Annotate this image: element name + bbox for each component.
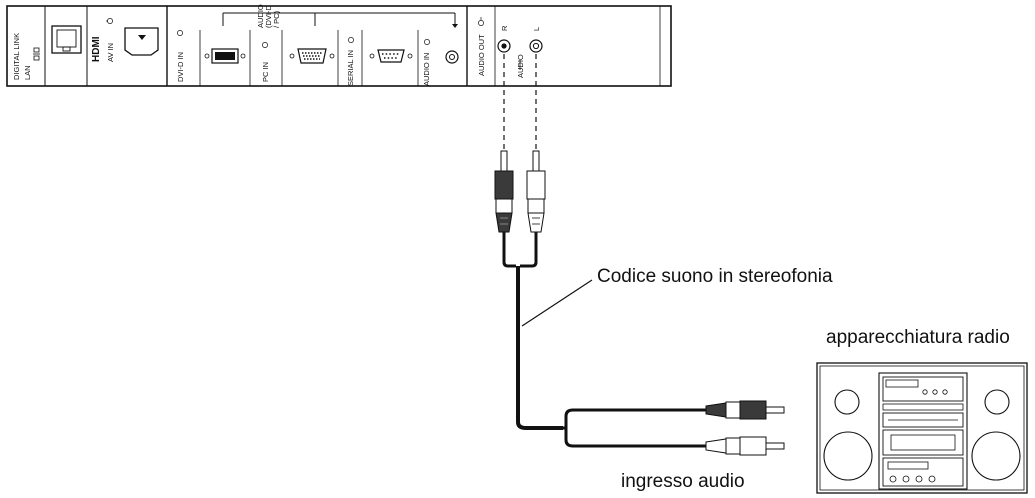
speaker-left-large <box>823 431 873 481</box>
connection-guides <box>503 54 537 150</box>
serial-in-label: SERIAL IN <box>346 50 355 86</box>
rca-plug-r-top <box>494 150 514 233</box>
output-symbol-icon <box>478 17 484 26</box>
device-label: apparecchiatura radio <box>826 327 1010 348</box>
input-symbol-icon <box>106 18 113 24</box>
rca-plug-l-top <box>526 150 546 233</box>
audio-sub-label: AUDIO <box>516 54 525 78</box>
svg-text:HDMI: HDMI <box>91 36 102 62</box>
lan-label: LAN <box>23 65 32 80</box>
input-symbol-icon <box>348 37 354 43</box>
audio-group-label-1: AUDIO <box>256 4 265 28</box>
hdmi-port <box>124 27 159 56</box>
lan-port <box>51 25 82 54</box>
input-symbol-icon <box>424 39 430 45</box>
serial-port <box>369 49 413 63</box>
cable-label: Codice suono in stereofonia <box>597 266 833 287</box>
input-symbol-icon <box>262 42 268 48</box>
dvi-d-in-label: DVI-D IN <box>176 52 185 82</box>
rca-plug-l-bottom <box>705 436 785 456</box>
input-symbol-icon <box>177 30 183 36</box>
audio-in-jack <box>445 50 459 64</box>
hdmi-logo: HDMI <box>91 36 102 62</box>
speaker-left-small <box>834 389 860 415</box>
rca-plug-r-bottom <box>705 400 785 420</box>
network-icon <box>33 47 40 61</box>
av-in-label: AV IN <box>106 43 115 62</box>
rear-panel: DIGITAL LINK LAN HDMI AV IN <box>6 4 672 87</box>
input-label: ingresso audio <box>621 471 745 492</box>
pc-vga-port <box>289 48 335 64</box>
audio-group-bracket <box>222 12 458 28</box>
speaker-right-small <box>984 389 1010 415</box>
audio-out-label: AUDIO OUT <box>477 34 486 76</box>
digital-link-label: DIGITAL LINK <box>12 33 21 80</box>
audio-group-label-2: (DVI-D <box>264 5 273 28</box>
stereo-system-icon <box>816 362 1028 494</box>
speaker-right-large <box>971 431 1021 481</box>
channel-l-label: L <box>532 27 541 31</box>
panel-outline <box>6 5 672 87</box>
audio-in-label: AUDIO IN <box>422 53 431 86</box>
dvi-d-port <box>204 48 246 64</box>
audio-out-l-jack <box>529 39 543 53</box>
audio-out-r-jack <box>497 39 511 53</box>
channel-r-label: R <box>500 25 509 31</box>
cable-leader-line <box>521 279 593 327</box>
pc-in-label: PC IN <box>261 62 270 82</box>
audio-group-label-3: / PC) <box>272 10 281 28</box>
stereo-cable <box>494 150 785 456</box>
